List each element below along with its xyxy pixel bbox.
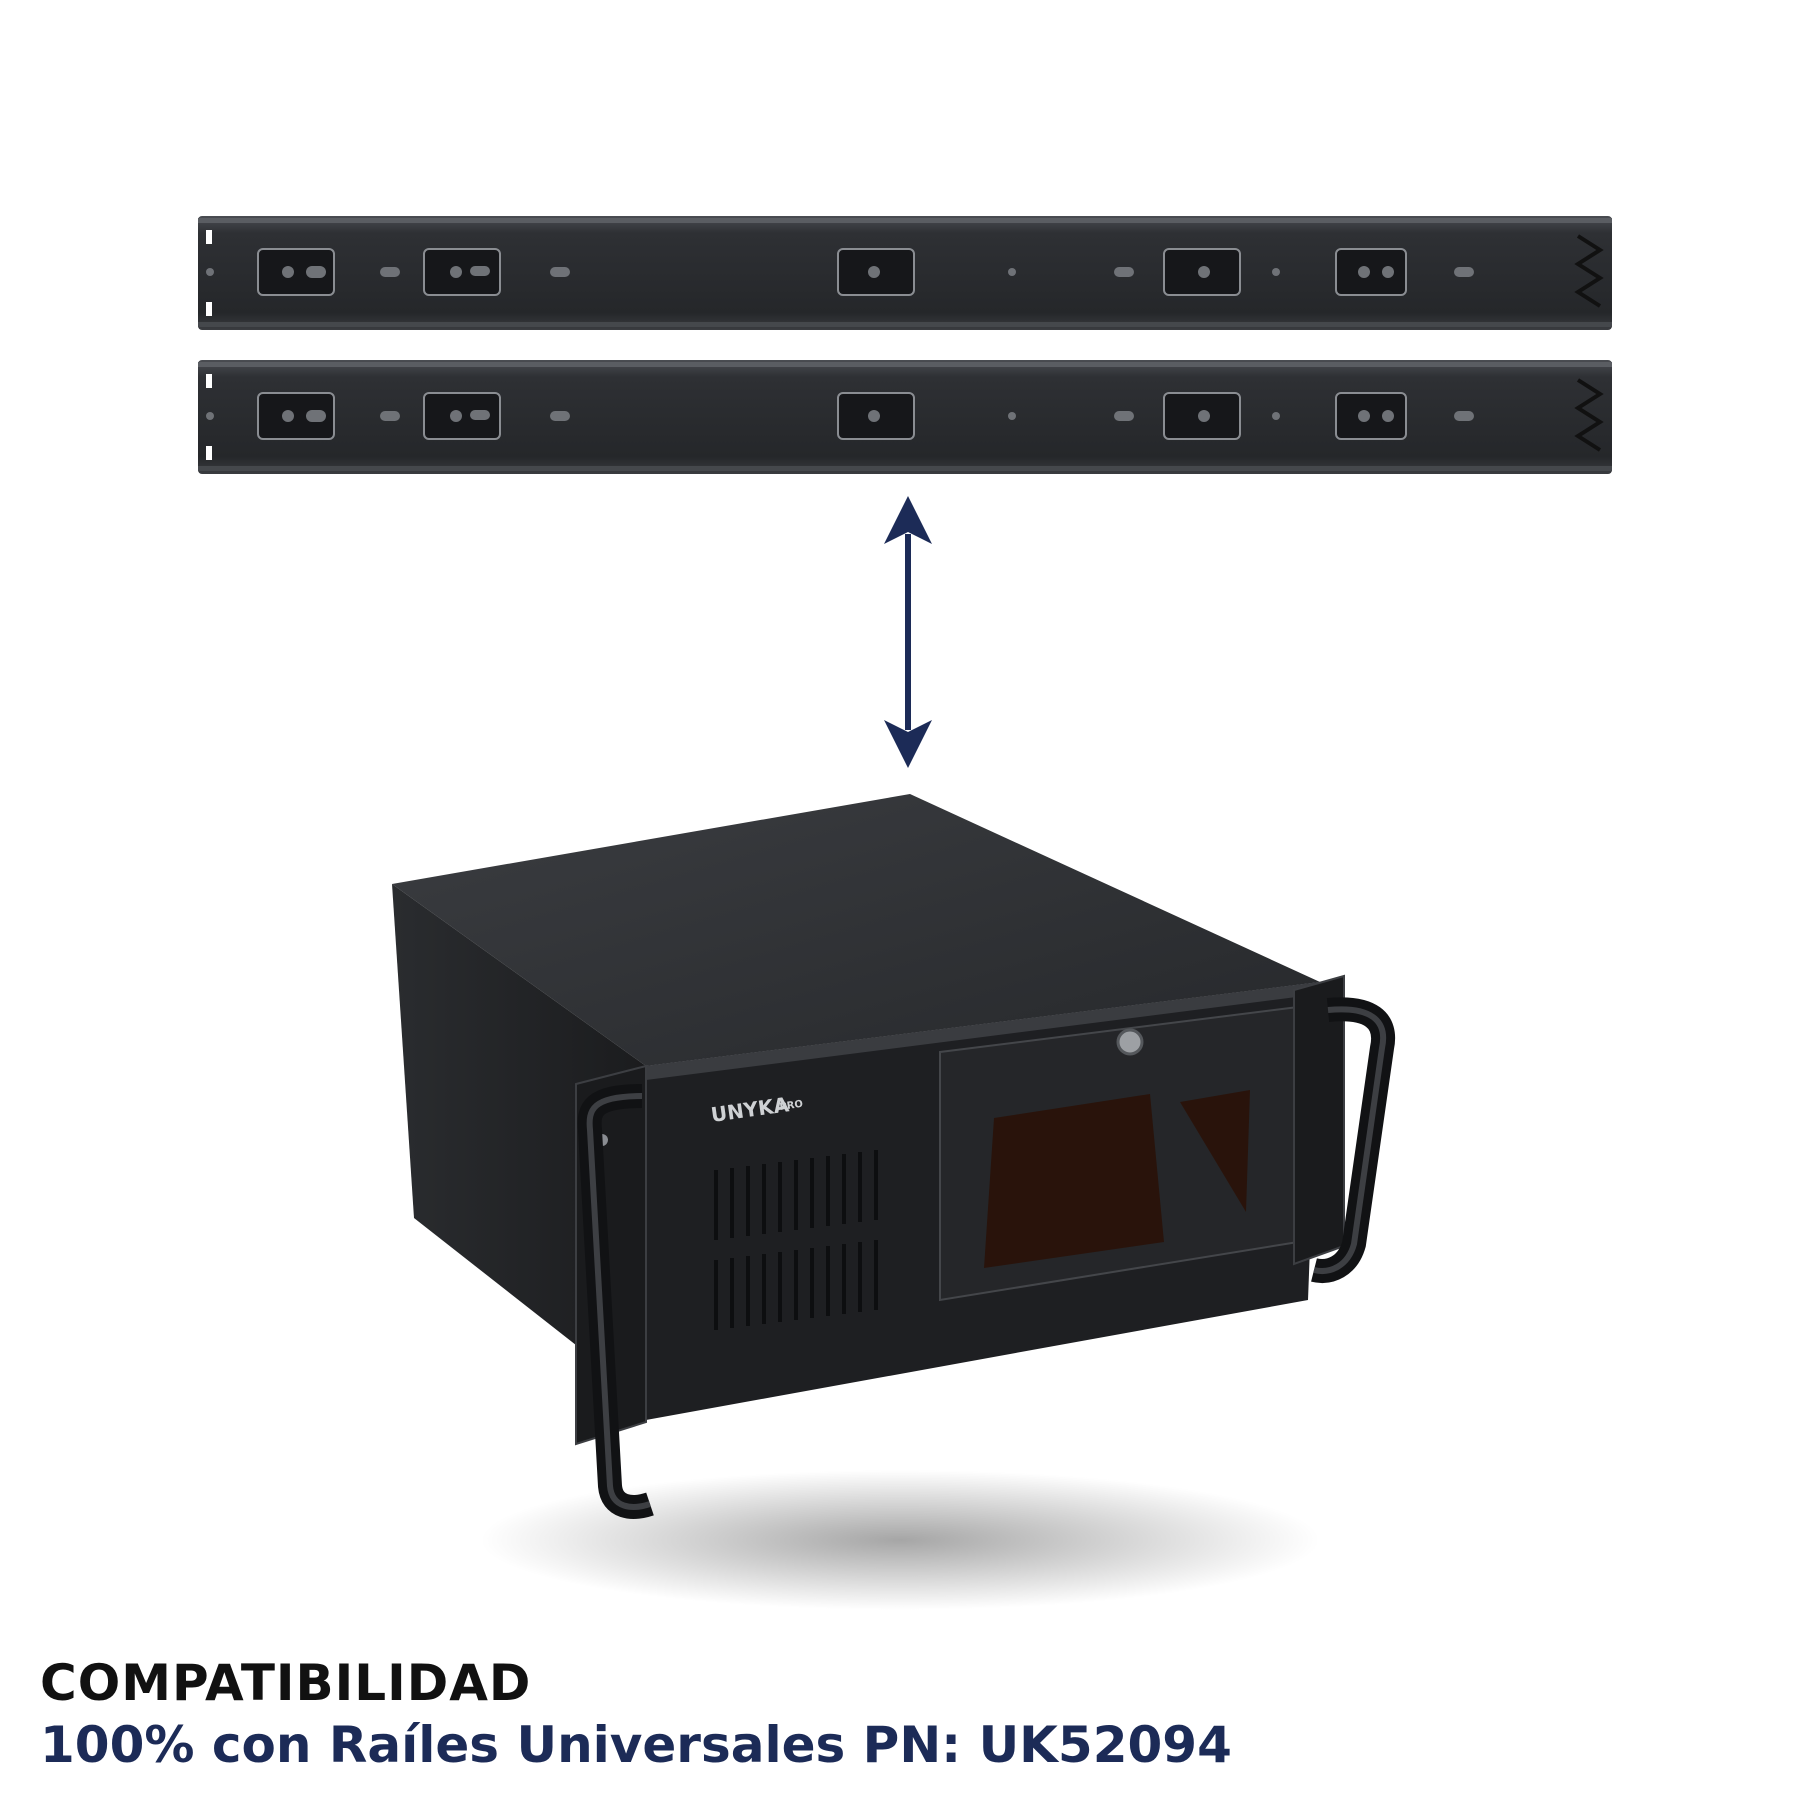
- rail-top: [198, 216, 1612, 330]
- rack-server-case-icon: UNYKA PRO: [392, 794, 1396, 1610]
- double-arrow-vertical-icon: [884, 496, 932, 768]
- caption-title: COMPATIBILIDAD: [40, 1654, 532, 1712]
- rail-bottom: [198, 360, 1612, 474]
- caption-subtitle: 100% con Raíles Universales PN: UK52094: [40, 1716, 1232, 1774]
- brand-suffix: PRO: [779, 1099, 804, 1113]
